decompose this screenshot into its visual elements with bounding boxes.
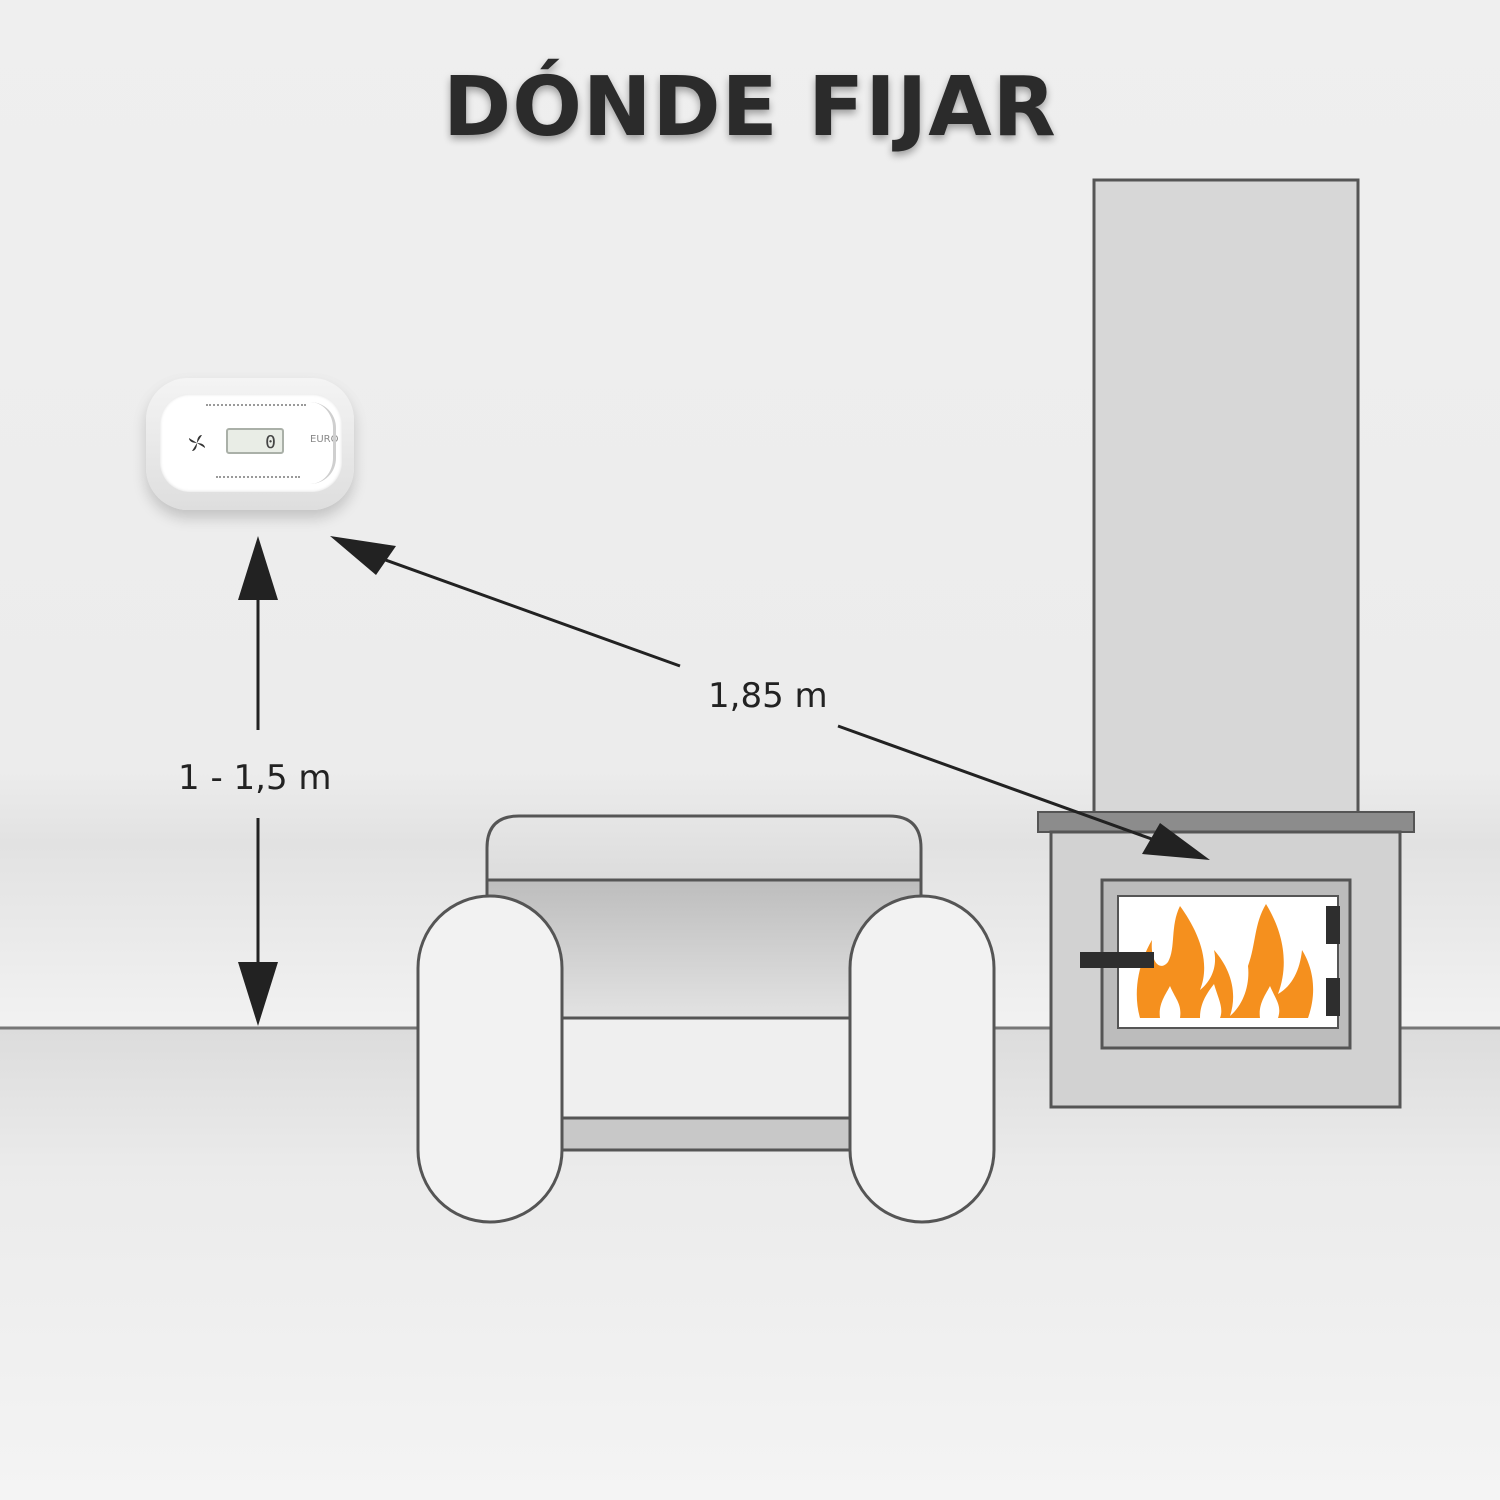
armchair	[416, 814, 996, 1224]
height-arrow	[238, 536, 278, 1026]
distance-label: 1,85 m	[708, 676, 828, 716]
flame-icon	[1136, 904, 1314, 1018]
mantel	[1037, 811, 1415, 833]
armchair-base	[538, 1116, 872, 1152]
stove-hinge-bottom	[1326, 978, 1340, 1016]
stove-handle	[1080, 952, 1154, 968]
page-title: DÓNDE FIJAR	[443, 60, 1057, 155]
detector-logo: EURO	[310, 434, 339, 445]
co-detector: 0 EURO	[146, 378, 354, 510]
chimney	[1092, 178, 1360, 816]
detector-bottom-text	[216, 476, 300, 482]
detector-top-text	[206, 404, 306, 410]
armchair-right-arm	[848, 894, 996, 1224]
co-detector-face: 0 EURO	[160, 394, 342, 492]
armchair-seat-front	[538, 1016, 872, 1120]
detector-display: 0	[226, 428, 284, 454]
armchair-left-arm	[416, 894, 564, 1224]
height-range-label: 1 - 1,5 m	[178, 758, 332, 798]
fan-icon	[189, 435, 205, 451]
distance-arrow	[330, 536, 1210, 860]
stove-hinge-top	[1326, 906, 1340, 944]
